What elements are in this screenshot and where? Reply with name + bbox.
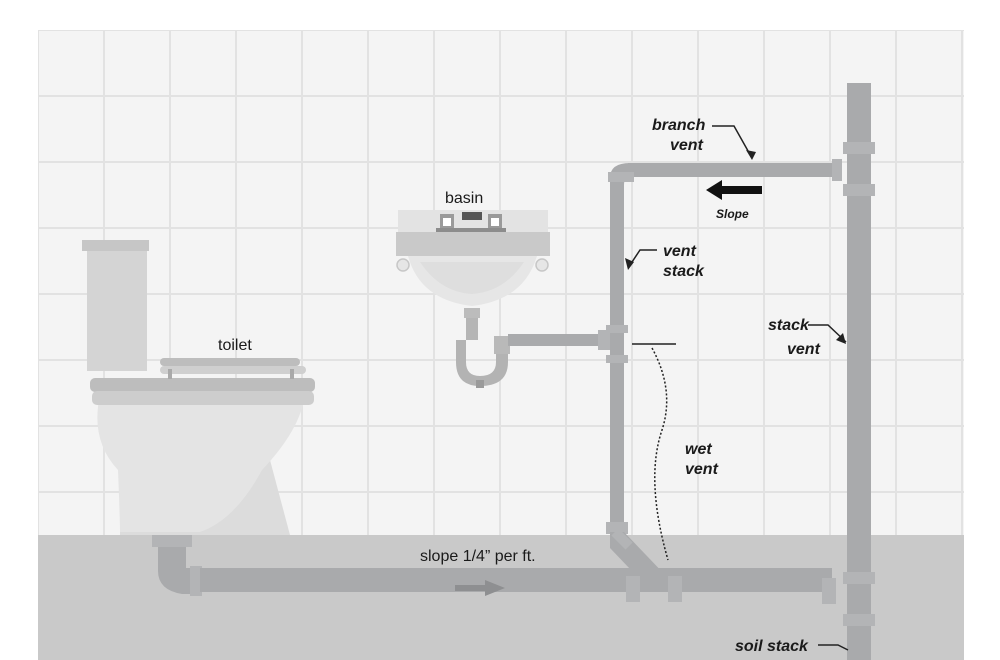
soil-stack-pipe bbox=[847, 83, 871, 660]
branch-vent-pipe bbox=[628, 163, 840, 177]
vent-stack-label-2: stack bbox=[663, 263, 705, 280]
building-drain bbox=[200, 568, 832, 592]
arrowheads bbox=[625, 150, 846, 344]
stack-vent-label-1: stack bbox=[768, 317, 810, 334]
basin-label: basin bbox=[445, 190, 483, 207]
basin-drain-arm bbox=[508, 334, 608, 346]
pipe-network bbox=[152, 83, 875, 660]
slope-rate-label: slope 1/4” per ft. bbox=[420, 548, 536, 565]
basin-fixture bbox=[396, 210, 550, 388]
wet-vent-label-2: vent bbox=[685, 461, 719, 478]
slope-arrow bbox=[706, 180, 762, 200]
slope-arrow-label: Slope bbox=[716, 207, 749, 221]
vent-stack-label-1: vent bbox=[663, 243, 697, 260]
wet-vent-label-1: wet bbox=[685, 441, 712, 458]
branch-vent-label-1: branch bbox=[652, 117, 706, 134]
branch-vent-label-2: vent bbox=[670, 137, 704, 154]
stack-vent-label-2: vent bbox=[787, 341, 821, 358]
toilet-fixture bbox=[82, 240, 315, 535]
floor bbox=[38, 535, 964, 660]
toilet-label: toilet bbox=[218, 337, 252, 354]
soil-stack-label: soil stack bbox=[735, 638, 809, 655]
